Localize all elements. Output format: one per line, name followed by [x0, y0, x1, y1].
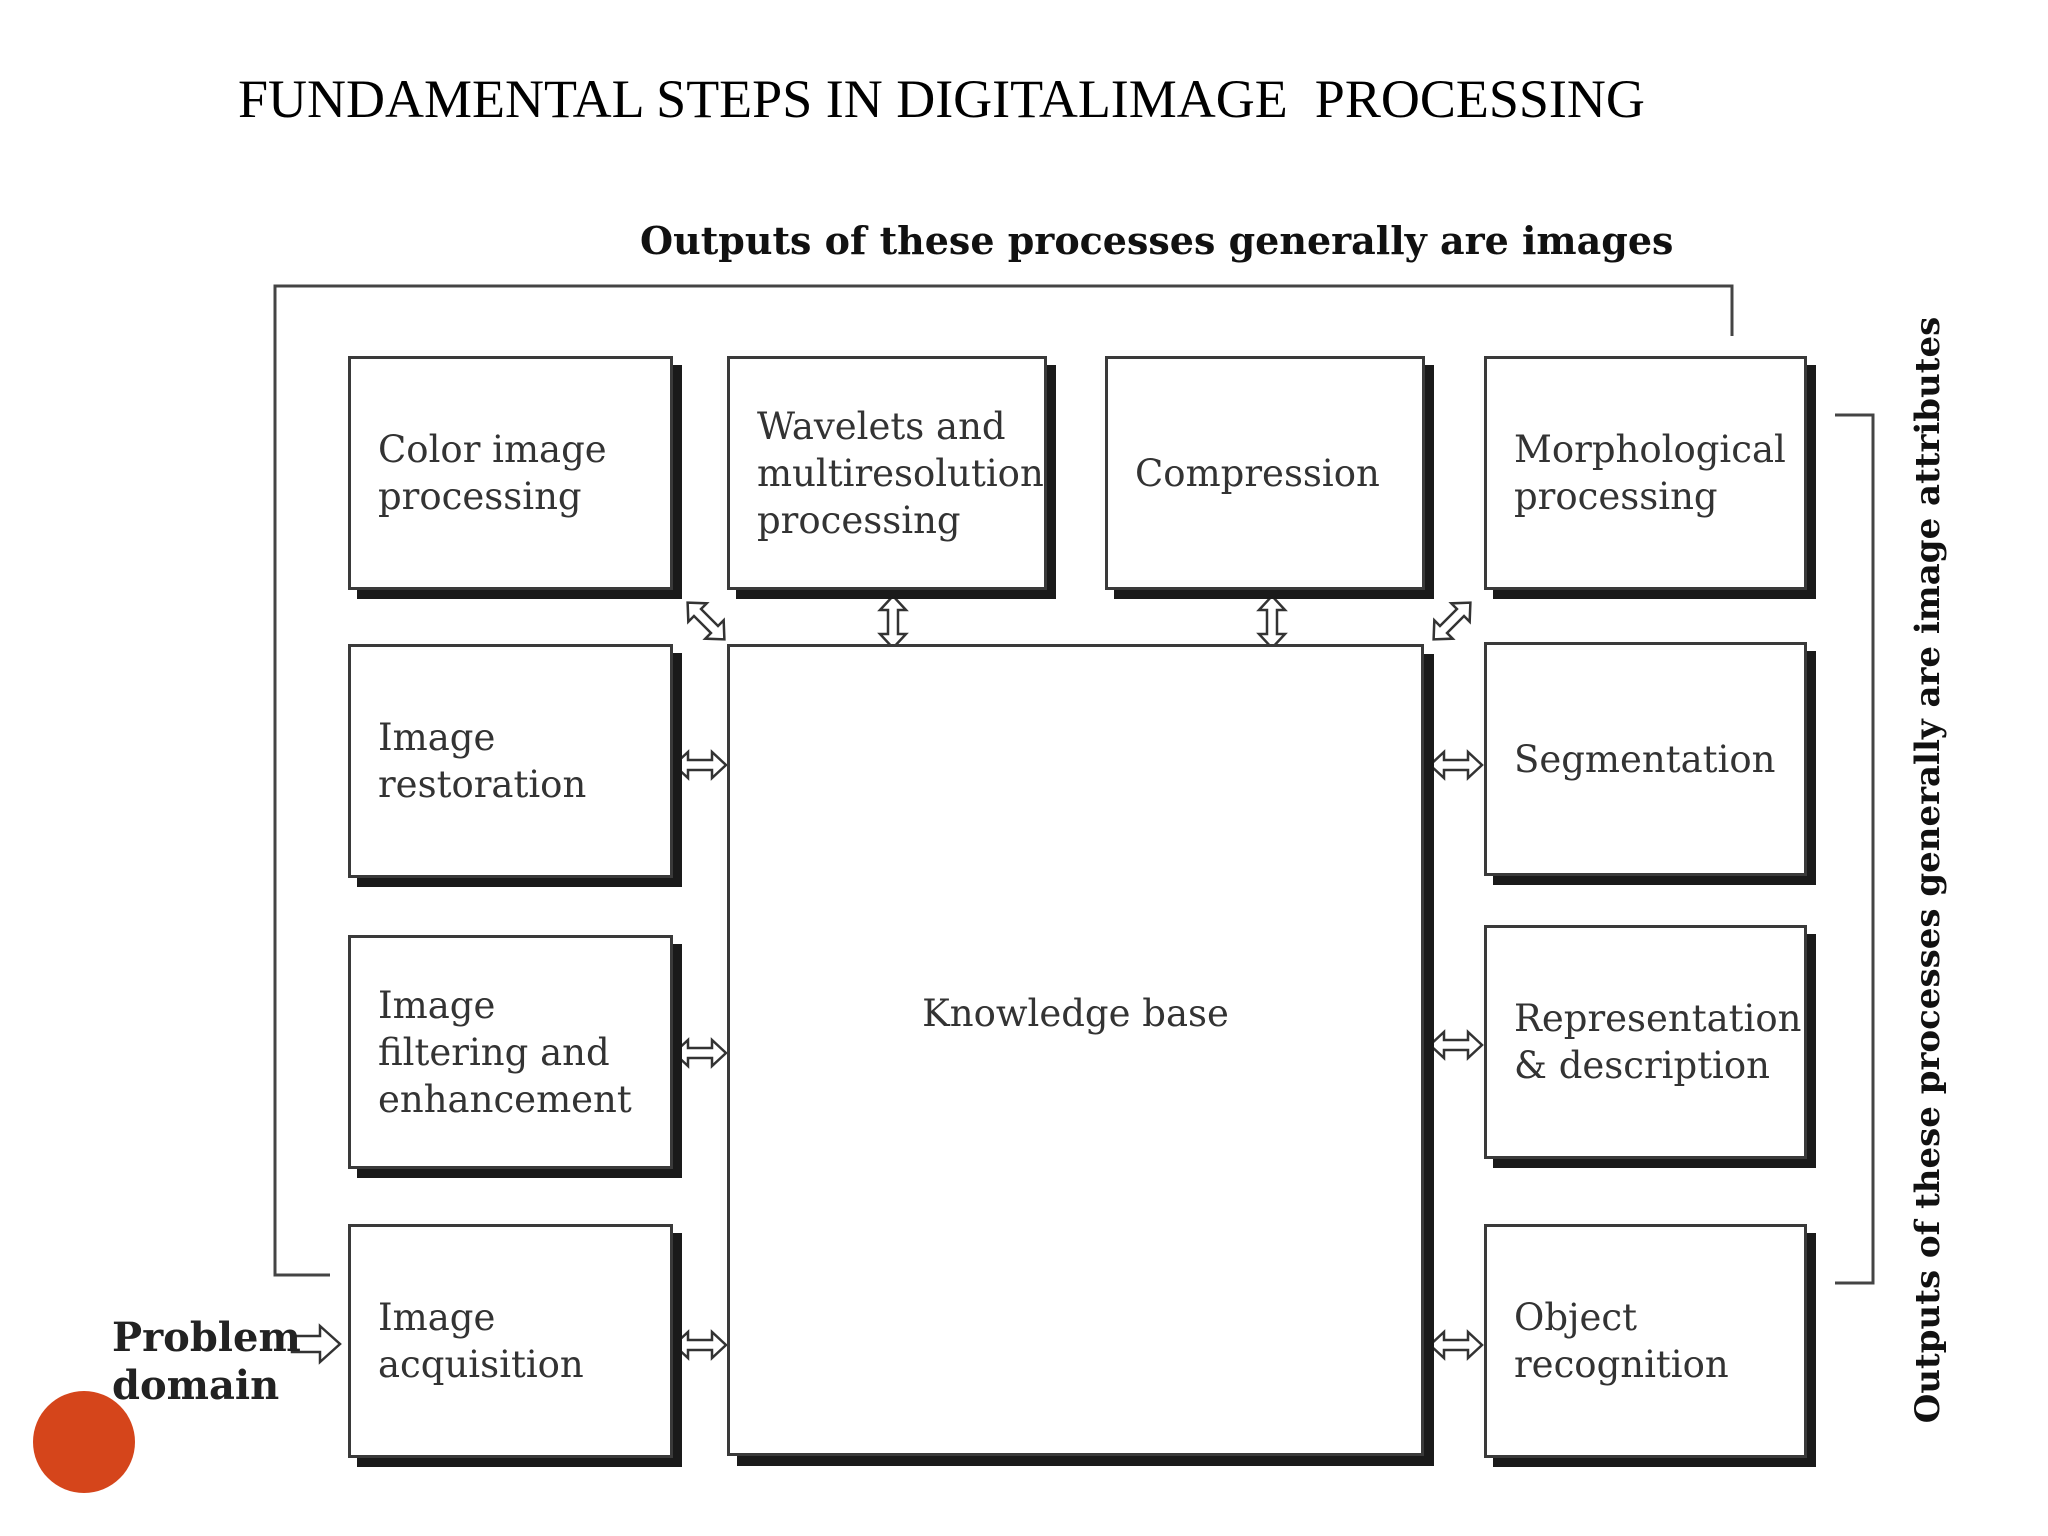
box-label: Object recognition [1514, 1296, 1729, 1386]
box-label: Segmentation [1514, 737, 1776, 781]
double-arrow-icon [672, 749, 728, 781]
double-arrow-icon [1432, 601, 1472, 641]
box-label: Color image processing [378, 428, 607, 518]
box-label: Compression [1135, 451, 1380, 495]
top-caption: Outputs of these processes generally are… [640, 218, 1674, 263]
image-restoration-box: Image restoration [348, 644, 673, 878]
box-label: Wavelets and multiresolution processing [757, 404, 1044, 542]
box-label: Image restoration [378, 716, 587, 806]
wavelets-box: Wavelets and multiresolution processing [727, 356, 1047, 590]
color-image-processing-box: Color image processing [348, 356, 673, 590]
double-arrow-icon [1428, 1329, 1484, 1361]
double-arrow-icon [686, 601, 726, 641]
double-arrow-icon [672, 1329, 728, 1361]
knowledge-base-box: Knowledge base [727, 644, 1424, 1456]
compression-box: Compression [1105, 356, 1425, 590]
image-filtering-box: Image filtering and enhancement [348, 935, 673, 1169]
double-arrow-icon [1428, 1029, 1484, 1061]
object-recognition-box: Object recognition [1484, 1224, 1807, 1458]
double-arrow-icon [877, 594, 909, 650]
box-label: Representation & description [1514, 997, 1802, 1087]
double-arrow-icon [1256, 594, 1288, 650]
segmentation-box: Segmentation [1484, 642, 1807, 876]
morphological-processing-box: Morphological processing [1484, 356, 1807, 590]
input-arrow-icon [290, 1323, 342, 1365]
slide-title: FUNDAMENTAL STEPS IN DIGITALIMAGE PROCES… [238, 69, 1645, 129]
double-arrow-icon [1428, 749, 1484, 781]
right-bracket-line [1835, 413, 1875, 1285]
double-arrow-icon [672, 1037, 728, 1069]
image-acquisition-box: Image acquisition [348, 1224, 673, 1458]
problem-domain-label: Problem domain [112, 1314, 301, 1409]
top-bracket-line [273, 284, 1734, 1277]
slide-bullet-dot [33, 1391, 135, 1493]
representation-description-box: Representation & description [1484, 925, 1807, 1159]
box-label: Image filtering and enhancement [378, 983, 632, 1121]
knowledge-base-label: Knowledge base [922, 992, 1229, 1035]
box-label: Image acquisition [378, 1296, 584, 1386]
box-label: Morphological processing [1514, 428, 1786, 518]
